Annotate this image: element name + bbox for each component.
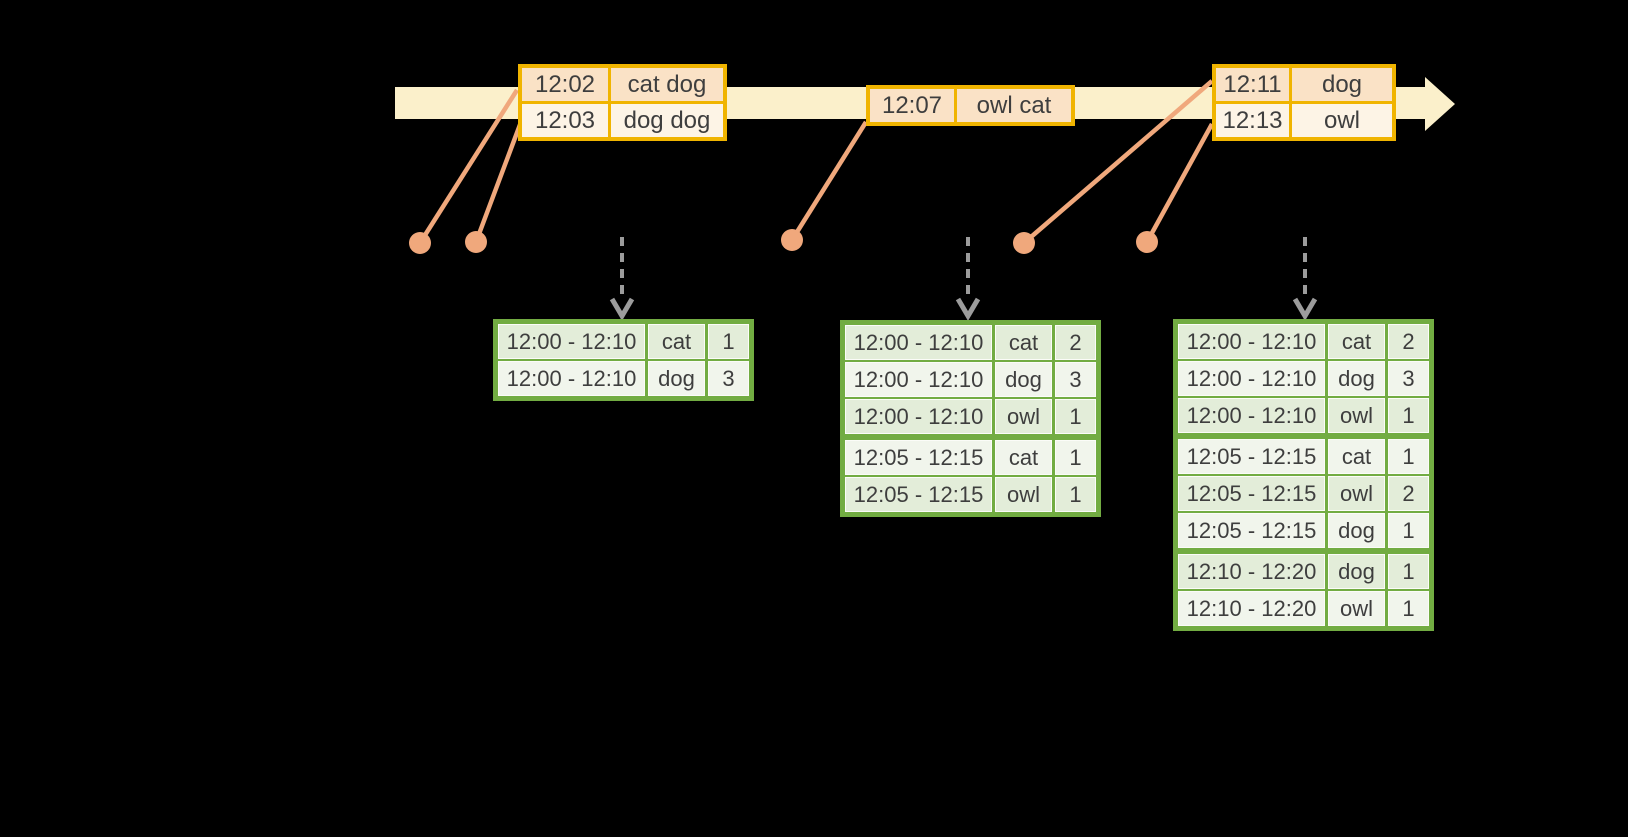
event-words-cell: owl cat: [957, 89, 1071, 122]
count-cell: 1: [1388, 513, 1429, 548]
word-cell: owl: [1328, 591, 1385, 626]
event-dot-icon: [781, 229, 803, 251]
window-cell: 12:05 - 12:15: [1178, 476, 1325, 511]
event-time-cell: 12:02: [522, 68, 608, 101]
window-cell: 12:00 - 12:10: [845, 325, 992, 360]
event-time-cell: 12:07: [870, 89, 954, 122]
window-cell: 12:00 - 12:10: [845, 362, 992, 397]
count-cell: 2: [1388, 324, 1429, 359]
window-cell: 12:10 - 12:20: [1178, 591, 1325, 626]
count-cell: 1: [1388, 398, 1429, 433]
window-cell: 12:10 - 12:20: [1178, 554, 1325, 589]
word-cell: dog: [1328, 361, 1385, 396]
event-time-cell: 12:11: [1216, 68, 1289, 101]
count-cell: 1: [1388, 591, 1429, 626]
count-cell: 1: [1055, 399, 1096, 434]
word-cell: dog: [995, 362, 1052, 397]
word-cell: owl: [995, 477, 1052, 512]
connector-line: [1022, 79, 1214, 245]
word-cell: dog: [648, 361, 705, 396]
event-dot-icon: [1013, 232, 1035, 254]
event-dot-icon: [1136, 231, 1158, 253]
word-cell: cat: [648, 324, 705, 359]
timeline-arrow-icon: [1425, 77, 1455, 131]
event-words-cell: owl: [1292, 104, 1392, 137]
count-cell: 1: [1055, 440, 1096, 475]
event-dots: [409, 229, 1158, 254]
word-cell: cat: [995, 325, 1052, 360]
event-time-cell: 12:13: [1216, 104, 1289, 137]
connector-line: [418, 88, 519, 245]
count-cell: 1: [1388, 554, 1429, 589]
word-cell: owl: [995, 399, 1052, 434]
event-time-cell: 12:03: [522, 104, 608, 137]
connector-line: [790, 120, 868, 242]
count-cell: 3: [1388, 361, 1429, 396]
window-cell: 12:05 - 12:15: [845, 477, 992, 512]
count-cell: 2: [1388, 476, 1429, 511]
window-cell: 12:00 - 12:10: [1178, 361, 1325, 396]
count-cell: 1: [708, 324, 749, 359]
connector-line: [1145, 122, 1214, 244]
window-cell: 12:00 - 12:10: [1178, 398, 1325, 433]
window-cell: 12:00 - 12:10: [498, 361, 645, 396]
word-cell: dog: [1328, 513, 1385, 548]
word-cell: owl: [1328, 476, 1385, 511]
trigger-arrows: [609, 237, 1318, 321]
window-cell: 12:05 - 12:15: [1178, 513, 1325, 548]
window-cell: 12:00 - 12:10: [498, 324, 645, 359]
word-cell: owl: [1328, 398, 1385, 433]
count-cell: 1: [1055, 477, 1096, 512]
word-cell: cat: [995, 440, 1052, 475]
count-cell: 1: [1388, 439, 1429, 474]
word-cell: cat: [1328, 324, 1385, 359]
window-cell: 12:05 - 12:15: [845, 440, 992, 475]
count-cell: 2: [1055, 325, 1096, 360]
window-cell: 12:00 - 12:10: [845, 399, 992, 434]
event-words-cell: dog: [1292, 68, 1392, 101]
event-dot-icon: [465, 231, 487, 253]
event-dot-icon: [409, 232, 431, 254]
trigger-arrow-icon: [955, 297, 981, 321]
trigger-arrow-icon: [609, 297, 635, 321]
event-words-cell: cat dog: [611, 68, 723, 101]
word-cell: dog: [1328, 554, 1385, 589]
connector-line: [473, 121, 524, 243]
window-cell: 12:05 - 12:15: [1178, 439, 1325, 474]
count-cell: 3: [708, 361, 749, 396]
event-words-cell: dog dog: [611, 104, 723, 137]
connector-lines: [418, 79, 1214, 245]
window-cell: 12:00 - 12:10: [1178, 324, 1325, 359]
trigger-arrow-icon: [1292, 297, 1318, 321]
count-cell: 3: [1055, 362, 1096, 397]
word-cell: cat: [1328, 439, 1385, 474]
